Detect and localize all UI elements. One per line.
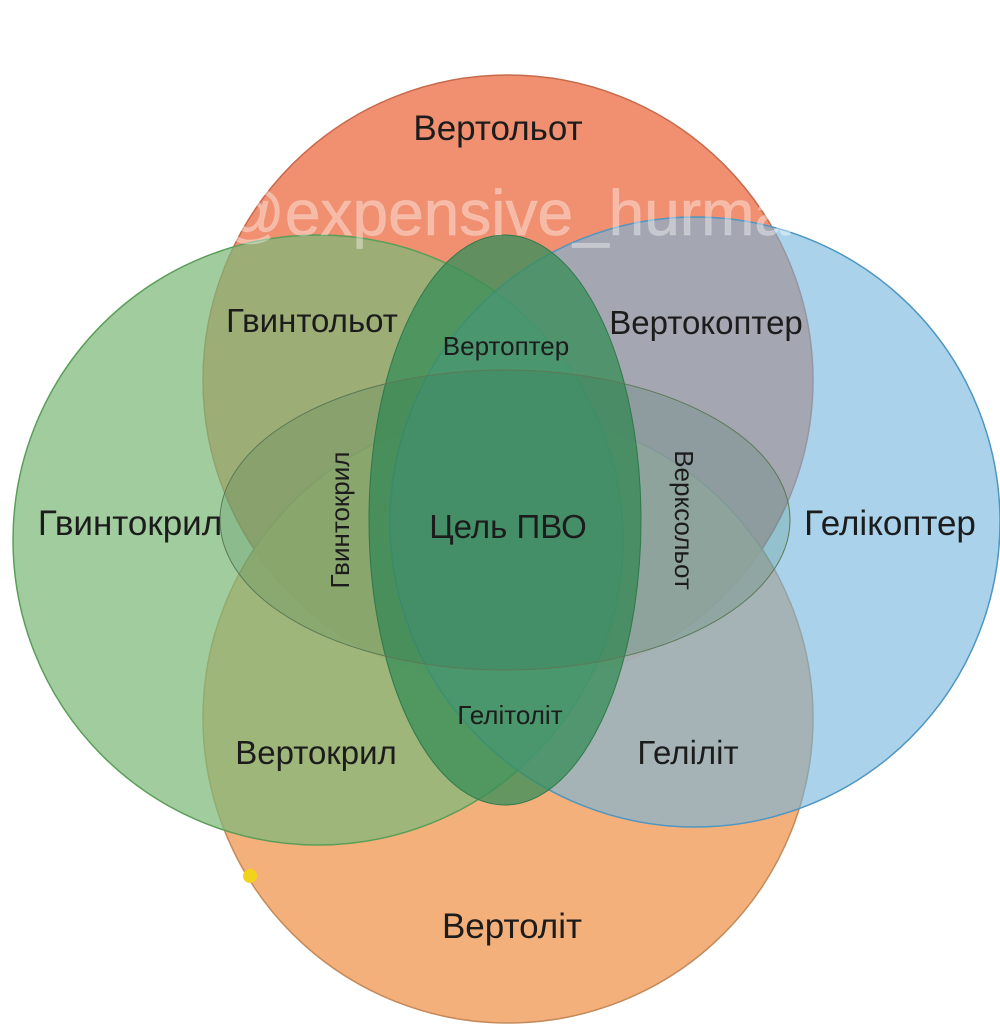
yellow-dot [243, 869, 257, 883]
label-left: Гвинтокрил [38, 504, 222, 543]
center-lens [368, 234, 642, 806]
label-bottom-center: Гелітоліт [457, 700, 562, 730]
label-right: Гелікоптер [804, 504, 976, 543]
label-top: Вертольот [413, 109, 582, 148]
label-bottom: Вертоліт [442, 907, 582, 946]
label-top-right: Вертокоптер [609, 304, 803, 341]
watermark: @expensive_hurma [220, 177, 791, 249]
label-top-left: Гвинтольот [226, 302, 398, 339]
label-center-right: Верксольот [669, 450, 699, 590]
label-top-center: Вертоптер [443, 331, 569, 361]
label-bottom-left: Вертокрил [235, 734, 397, 771]
label-center: Цель ПВО [429, 508, 587, 545]
center-horizontal-lens [219, 369, 791, 671]
label-center-left: Гвинтокрил [325, 452, 355, 589]
label-bottom-right: Геліліт [637, 734, 738, 771]
